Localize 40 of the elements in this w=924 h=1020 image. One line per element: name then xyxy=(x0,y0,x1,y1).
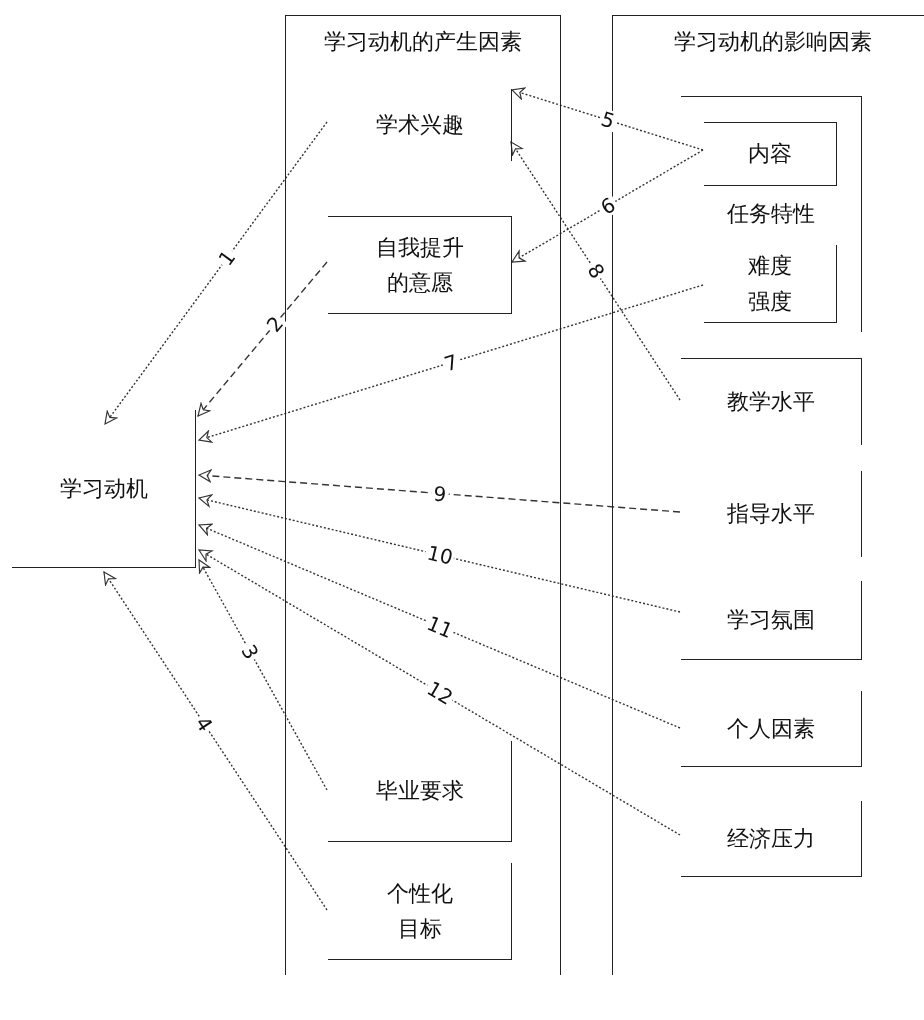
arrow xyxy=(104,121,328,425)
group-box xyxy=(681,96,862,332)
node-label: 难度 xyxy=(748,252,792,281)
node-label: 学习动机 xyxy=(59,474,148,503)
arrow xyxy=(198,469,681,513)
factor-box xyxy=(704,122,837,186)
arrow xyxy=(197,261,328,417)
arrow xyxy=(103,571,328,911)
arrow xyxy=(198,523,681,729)
column-header: 学习动机的影响因素 xyxy=(673,28,872,56)
node-label: 教学水平 xyxy=(727,388,815,417)
factor-box xyxy=(12,410,196,568)
arrow xyxy=(198,494,681,613)
arrow xyxy=(198,284,704,443)
factor-box xyxy=(681,358,862,445)
arrow xyxy=(511,87,704,151)
factor-box xyxy=(328,216,512,314)
edge-label: 5 xyxy=(596,107,619,133)
node-label: 强度 xyxy=(748,287,792,316)
node-label: 个性化目标 xyxy=(385,879,454,943)
node-label: 学习氛围 xyxy=(727,606,815,635)
factor-box xyxy=(704,245,837,323)
arrow xyxy=(511,149,704,263)
arrow xyxy=(198,549,681,836)
node-label: 指导水平 xyxy=(727,500,815,529)
arrow xyxy=(198,559,328,791)
node-label: 学术兴趣 xyxy=(375,111,464,140)
node-label: 经济压力 xyxy=(727,824,815,853)
node-label: 毕业要求 xyxy=(375,777,464,806)
factor-box xyxy=(328,863,512,960)
node-label: 个人因素 xyxy=(727,714,815,743)
factor-box xyxy=(328,741,512,842)
factor-box xyxy=(681,691,862,767)
group-label: 任务特性 xyxy=(726,200,816,228)
node-label: 内容 xyxy=(748,140,792,169)
factor-box xyxy=(681,581,862,660)
node-label: 自我提升的意愿 xyxy=(374,233,465,297)
column-header: 学习动机的产生因素 xyxy=(324,28,522,56)
factor-box xyxy=(681,801,862,877)
arrow xyxy=(510,141,681,401)
